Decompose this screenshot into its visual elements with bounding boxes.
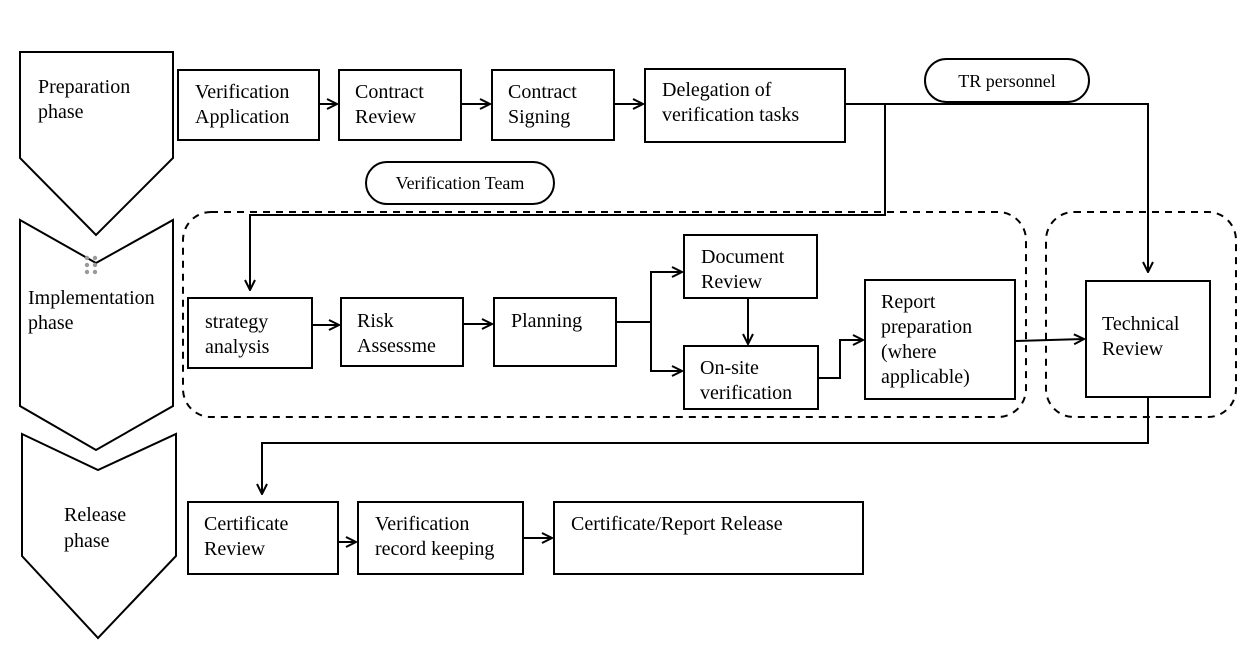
drag-handle-icon[interactable] — [84, 255, 98, 275]
svg-text:Report preparation: Report preparation (where applicable) — [881, 291, 977, 388]
arrow-report-to-technical-review — [1014, 339, 1084, 341]
phase-release-label: Release phase — [64, 504, 131, 552]
phase-preparation: Preparation phase — [19, 51, 174, 237]
phase-implementation-label: Implementation phase — [28, 287, 160, 334]
arrow-planning-to-document-review — [650, 272, 682, 322]
arrow-planning-to-onsite — [650, 322, 682, 371]
tr-personnel-region — [1045, 211, 1237, 418]
verification-team-label: Verification Team — [365, 161, 555, 205]
phase-preparation-label: Preparation phase — [38, 76, 135, 123]
arrow-onsite-to-report — [818, 340, 863, 379]
svg-text:Planning: Planning — [511, 310, 582, 332]
arrow-technical-review-to-certificate — [262, 397, 1149, 494]
arrow-delegation-to-technical-review — [845, 103, 1148, 272]
phase-release: Release phase — [21, 432, 177, 640]
verification-team-region — [182, 211, 1027, 418]
box-report-preparation: Report preparation (where applicable) — [864, 279, 1016, 400]
connectors — [250, 104, 1148, 542]
svg-text:Certificate/Report Release: Certificate/Report Release — [571, 513, 783, 535]
arrow-delegation-to-strategy — [250, 104, 886, 290]
svg-text:TR personnel: TR personnel — [958, 71, 1055, 91]
phase-implementation: Implementation phase — [19, 218, 174, 452]
tr-personnel-label: TR personnel — [924, 58, 1090, 103]
svg-text:Verification Team: Verification Team — [396, 173, 525, 193]
box-certificate-report-release: Certificate/Report Release — [553, 501, 864, 575]
box-planning: Planning — [493, 297, 617, 367]
